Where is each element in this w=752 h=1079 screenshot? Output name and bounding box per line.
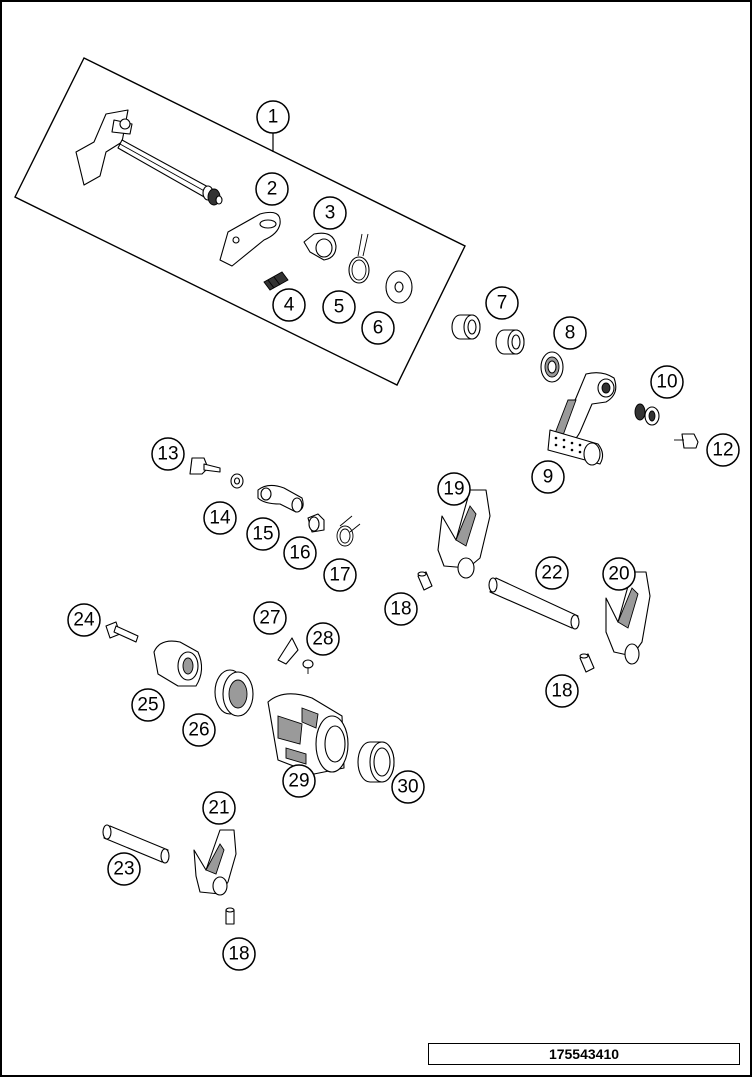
callout-16: 16 (283, 536, 317, 570)
part-29-shift-drum (267, 693, 349, 775)
svg-text:25: 25 (137, 695, 158, 716)
svg-text:20: 20 (608, 564, 629, 585)
callout-18-a: 18 (384, 592, 418, 626)
svg-text:8: 8 (565, 323, 576, 344)
callout-10: 10 (650, 365, 684, 399)
callout-15: 15 (246, 517, 280, 551)
part-24-bolt (105, 621, 139, 643)
part-4-spring (263, 271, 289, 291)
svg-text:23: 23 (113, 859, 134, 880)
part-26-bearing (214, 669, 254, 717)
part-16-roller (307, 513, 325, 533)
part-8-seal (540, 351, 564, 383)
callout-13: 13 (151, 437, 185, 471)
svg-text:7: 7 (497, 293, 508, 314)
part-17-spring (336, 515, 361, 547)
svg-text:28: 28 (312, 629, 333, 650)
svg-text:27: 27 (259, 608, 280, 629)
part-10-washer-nut (634, 403, 660, 426)
part-3-bushing (303, 232, 337, 261)
part-5-torsion-spring (348, 233, 370, 284)
svg-text:18: 18 (551, 681, 572, 702)
svg-text:12: 12 (712, 440, 733, 461)
diagram-id-text: 175543410 (548, 1046, 620, 1062)
part-21-shift-fork (193, 829, 237, 896)
part-28-screw (302, 659, 314, 674)
callout-28: 28 (306, 622, 340, 656)
part-18-pin-c (225, 907, 235, 925)
callout-1: 1 (256, 100, 290, 134)
callout-26: 26 (182, 713, 216, 747)
callout-20: 20 (602, 557, 636, 591)
part-7-bearings (451, 314, 525, 355)
svg-text:9: 9 (543, 467, 554, 488)
svg-text:29: 29 (288, 771, 309, 792)
subassembly-box (14, 57, 466, 386)
callout-17: 17 (323, 558, 357, 592)
callout-18-c: 18 (222, 937, 256, 971)
part-13-bolt (189, 457, 221, 475)
svg-text:16: 16 (289, 543, 310, 564)
callout-18-b: 18 (545, 674, 579, 708)
callout-12: 12 (706, 433, 740, 467)
part-12-bolt (674, 433, 699, 449)
svg-text:18: 18 (390, 599, 411, 620)
callout-30: 30 (391, 770, 425, 804)
callout-21: 21 (202, 791, 236, 825)
callout-29: 29 (282, 764, 316, 798)
svg-text:17: 17 (329, 565, 350, 586)
callout-4: 4 (272, 288, 306, 322)
part-14-washer (230, 473, 244, 489)
callout-9: 9 (531, 460, 565, 494)
part-18-pin-b (579, 653, 595, 673)
svg-text:2: 2 (267, 179, 278, 200)
callout-14: 14 (203, 501, 237, 535)
part-18-pin-a (417, 571, 433, 591)
callout-6: 6 (361, 311, 395, 345)
callout-25: 25 (131, 688, 165, 722)
svg-text:4: 4 (284, 295, 295, 316)
svg-text:21: 21 (208, 798, 229, 819)
part-15-lever-arm (257, 484, 304, 513)
svg-text:6: 6 (373, 318, 384, 339)
part-20-shift-fork (605, 571, 651, 665)
callout-19: 19 (437, 472, 471, 506)
callout-3: 3 (313, 196, 347, 230)
part-27-plate (277, 637, 299, 665)
svg-text:14: 14 (209, 508, 231, 529)
callout-24: 24 (67, 603, 101, 637)
svg-text:5: 5 (334, 297, 345, 318)
svg-text:24: 24 (73, 610, 95, 631)
part-22-shaft (488, 577, 580, 630)
part-23-shaft (102, 824, 170, 864)
callout-22: 22 (535, 556, 569, 590)
svg-text:30: 30 (397, 777, 418, 798)
part-30-needle-bearing (357, 741, 395, 783)
part-19-shift-fork (437, 489, 491, 579)
svg-text:19: 19 (443, 479, 464, 500)
part-9-shift-lever (547, 372, 617, 466)
callout-23: 23 (107, 852, 141, 886)
part-2-plate (219, 211, 281, 267)
diagram-id-label: 175543410 (428, 1043, 740, 1065)
callout-2: 2 (255, 172, 289, 206)
part-shift-shaft (75, 109, 223, 206)
callout-7: 7 (485, 286, 519, 320)
svg-text:18: 18 (228, 944, 249, 965)
part-25-drum-locator (153, 640, 203, 687)
callout-27: 27 (253, 601, 287, 635)
svg-text:3: 3 (325, 203, 336, 224)
part-6-washer (385, 270, 413, 304)
svg-text:22: 22 (541, 563, 562, 584)
svg-text:1: 1 (268, 107, 279, 128)
callout-5: 5 (322, 290, 356, 324)
svg-text:26: 26 (188, 720, 209, 741)
callout-8: 8 (553, 316, 587, 350)
svg-text:13: 13 (157, 444, 178, 465)
svg-text:15: 15 (252, 524, 273, 545)
svg-text:10: 10 (656, 372, 677, 393)
